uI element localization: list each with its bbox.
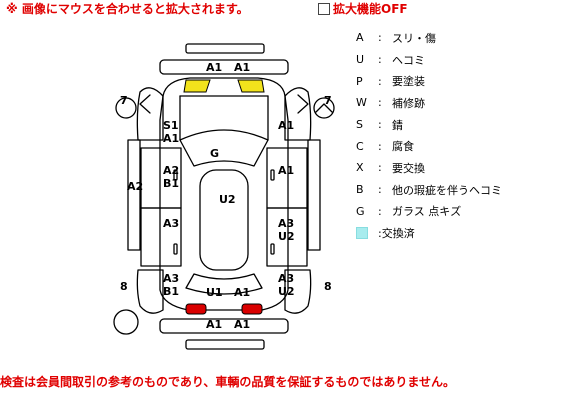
code-right-rear-door: A3: [278, 217, 295, 230]
side-label-left-bottom: 8: [120, 280, 128, 293]
right-rear-door-outline: [266, 207, 308, 267]
zoom-note: ※ 画像にマウスを合わせると拡大されます。: [6, 2, 249, 16]
code-right-quarter-2: U2: [278, 285, 295, 298]
zoom-toggle[interactable]: 拡大機能OFF: [318, 0, 408, 17]
left-rocker-outline: [127, 139, 141, 251]
code-rear-bumper-left: A1: [206, 318, 223, 331]
code-right-rear-door-2: U2: [278, 230, 295, 243]
right-quarter-outline: [284, 269, 312, 314]
legend-item: X:要交換: [356, 161, 425, 175]
code-right-front-door: A1: [278, 164, 295, 177]
left-rear-door-outline: [140, 207, 182, 267]
disclaimer: 検査は会員間取引の参考のものであり、車輌の品質を保証するものではありません。: [0, 375, 456, 389]
code-left-rear-door: A3: [163, 217, 180, 230]
code-left-quarter: A3: [163, 272, 180, 285]
code-left-front-door: A2: [163, 164, 180, 177]
code-left-rocker: A2: [127, 180, 144, 193]
right-front-fender-outline: [284, 87, 312, 141]
left-quarter-outline: [136, 269, 164, 314]
front-bumper-outline: [159, 59, 289, 75]
left-headlight-mark: [183, 79, 211, 93]
zoom-toggle-label: 拡大機能OFF: [333, 2, 408, 16]
right-taillamp-mark: [241, 303, 263, 315]
legend-item: W:補修跡: [356, 96, 425, 110]
rear-bumper-outline: [159, 318, 289, 334]
right-front-wheel-icon: [313, 97, 335, 119]
zoom-toggle-checkbox[interactable]: [318, 2, 330, 15]
code-front-bumper-left: A1: [206, 61, 223, 74]
right-front-door-outline: [266, 147, 308, 209]
rear-window-outline: [185, 273, 263, 295]
left-front-wheel-icon: [115, 97, 137, 119]
legend-item-replaced: :交換済: [356, 222, 502, 244]
side-label-right-top: 7: [324, 94, 332, 107]
code-trunk-left: U1: [206, 286, 223, 299]
legend-item: P:要塗装: [356, 74, 425, 89]
code-front-bumper-right: A1: [234, 61, 251, 74]
legend-item: A:スリ・傷: [356, 31, 436, 45]
right-rear-wheel-icon: [315, 103, 333, 113]
left-taillamp-mark: [185, 303, 207, 315]
side-label-right-bottom: 8: [324, 280, 332, 293]
left-rear-wheel-icon: [113, 309, 139, 335]
side-label-left-top: 7: [120, 94, 128, 107]
code-rear-bumper-right: A1: [234, 318, 251, 331]
right-headlight-mark: [237, 79, 265, 93]
legend-item: C:腐食: [356, 139, 414, 154]
code-right-quarter: A3: [278, 272, 295, 285]
code-left-front-fender-2: A1: [163, 132, 180, 145]
front-grille-outline: [185, 43, 265, 54]
code-left-front-fender: S1: [163, 119, 179, 132]
windshield-outline: [179, 129, 269, 167]
code-trunk-right: A1: [234, 286, 251, 299]
legend-item: G:ガラス 点キズ: [356, 204, 462, 219]
code-roof: U2: [219, 193, 236, 206]
code-right-front-fender: A1: [278, 119, 295, 132]
replaced-swatch-icon: [356, 227, 368, 240]
right-rocker-outline: [307, 139, 321, 251]
legend-item: B:他の瑕疵を伴うヘコミ: [356, 183, 502, 197]
code-left-front-door-2: B1: [163, 177, 180, 190]
legend: A:スリ・傷 U:ヘコミ P:要塗装 W:補修跡 S:錆 C:腐食 X:要交換 …: [356, 27, 502, 244]
code-left-quarter-2: B1: [163, 285, 180, 298]
code-windshield: G: [210, 147, 220, 160]
legend-item: S:錆: [356, 118, 403, 132]
roof-outline: [199, 169, 249, 271]
legend-item: U:ヘコミ: [356, 53, 425, 67]
rear-panel-outline: [185, 339, 265, 350]
left-front-fender-outline: [136, 87, 164, 141]
body-outline: [159, 77, 289, 311]
